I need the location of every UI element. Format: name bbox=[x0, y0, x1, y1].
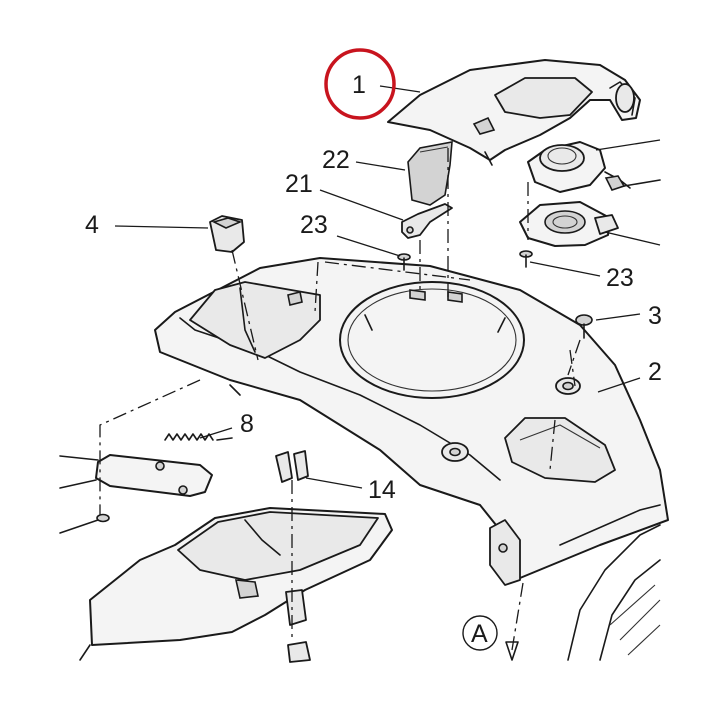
callout-4: 4 bbox=[85, 211, 99, 239]
assembly-lines bbox=[99, 148, 581, 651]
rear-wheel-part bbox=[567, 524, 661, 661]
main-shell-part[interactable] bbox=[154, 257, 669, 586]
callout-A: A bbox=[471, 620, 488, 648]
screw-3[interactable] bbox=[575, 314, 593, 339]
screw-23-right[interactable] bbox=[519, 250, 533, 268]
callout-A-circle bbox=[462, 615, 498, 651]
motor-housing-part[interactable] bbox=[527, 141, 661, 193]
callout-23-left: 23 bbox=[300, 211, 328, 239]
arrow-A-icon bbox=[505, 641, 519, 661]
callout-14: 14 bbox=[368, 476, 396, 504]
callout-22: 22 bbox=[322, 146, 350, 174]
top-cover-part[interactable] bbox=[387, 59, 641, 166]
callout-8: 8 bbox=[240, 410, 254, 438]
knob-part-4[interactable] bbox=[209, 215, 245, 253]
clip-part-14[interactable] bbox=[275, 450, 309, 483]
callout-23-right: 23 bbox=[606, 264, 634, 292]
gasket-plate-part[interactable] bbox=[519, 201, 619, 247]
rear-bracket-part[interactable] bbox=[59, 454, 213, 534]
callout-2: 2 bbox=[648, 358, 662, 386]
leader-lines bbox=[114, 85, 661, 489]
callout-1: 1 bbox=[352, 71, 366, 99]
fan-opening bbox=[339, 281, 525, 399]
screw-23-left[interactable] bbox=[397, 253, 411, 271]
callout-21: 21 bbox=[285, 170, 313, 198]
latch-part-21[interactable] bbox=[401, 203, 453, 239]
spring-part-8[interactable] bbox=[164, 433, 233, 441]
callout-3: 3 bbox=[648, 302, 662, 330]
highlight-circle bbox=[324, 48, 396, 120]
clip-part-22[interactable] bbox=[407, 141, 453, 206]
collection-tray-part[interactable] bbox=[79, 507, 393, 663]
